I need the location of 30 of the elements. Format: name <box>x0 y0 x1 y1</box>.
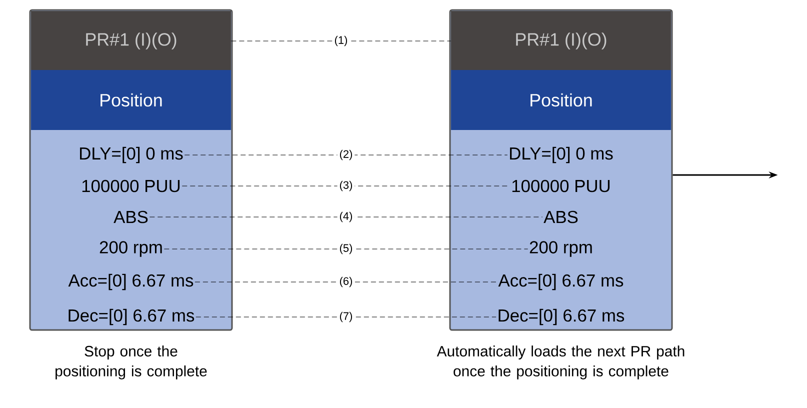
connector-line <box>149 216 543 218</box>
node-label: Automatically loads the next PR path once the positioning is complete <box>436 346 684 380</box>
header-band: PR#1 (I)(O) <box>31 11 231 71</box>
callout-number: (1) <box>332 34 350 48</box>
parameter-text: 100000 PUU <box>512 180 610 192</box>
parameter-text: ABS <box>114 210 148 224</box>
node-label: Stop once the positioning is complete <box>56 346 207 380</box>
callout-number: (3) <box>337 178 355 194</box>
parameter-text: Dec=[0] 6.67 ms <box>498 308 624 326</box>
parameter-text: 200 rpm <box>100 241 162 257</box>
callout-number: (5) <box>337 242 355 256</box>
connector-line <box>196 316 496 318</box>
parameter-text: Dec=[0] 6.67 ms <box>68 308 194 326</box>
parameter-text: Acc=[0] 6.67 ms <box>68 274 194 290</box>
parameter-text: Acc=[0] 6.67 ms <box>498 274 624 290</box>
title-band: Position <box>31 70 231 130</box>
parameter-text: 100000 PUU <box>82 180 180 192</box>
connector-line <box>184 154 508 156</box>
parameter-text: 200 rpm <box>530 241 592 257</box>
parameter-text: ABS <box>544 210 578 224</box>
callout-number: (2) <box>337 148 355 162</box>
connector-line <box>230 40 452 42</box>
parameter-text: DLY=[0] 0 ms <box>80 146 183 164</box>
parameter-text: DLY=[0] 0 ms <box>510 146 613 164</box>
callout-number: (4) <box>337 210 355 224</box>
header-band: PR#1 (I)(O) <box>451 11 671 71</box>
connector-line <box>164 248 528 250</box>
title-band: Position <box>451 70 671 130</box>
callout-number: (7) <box>337 310 355 324</box>
callout-number: (6) <box>337 274 355 290</box>
